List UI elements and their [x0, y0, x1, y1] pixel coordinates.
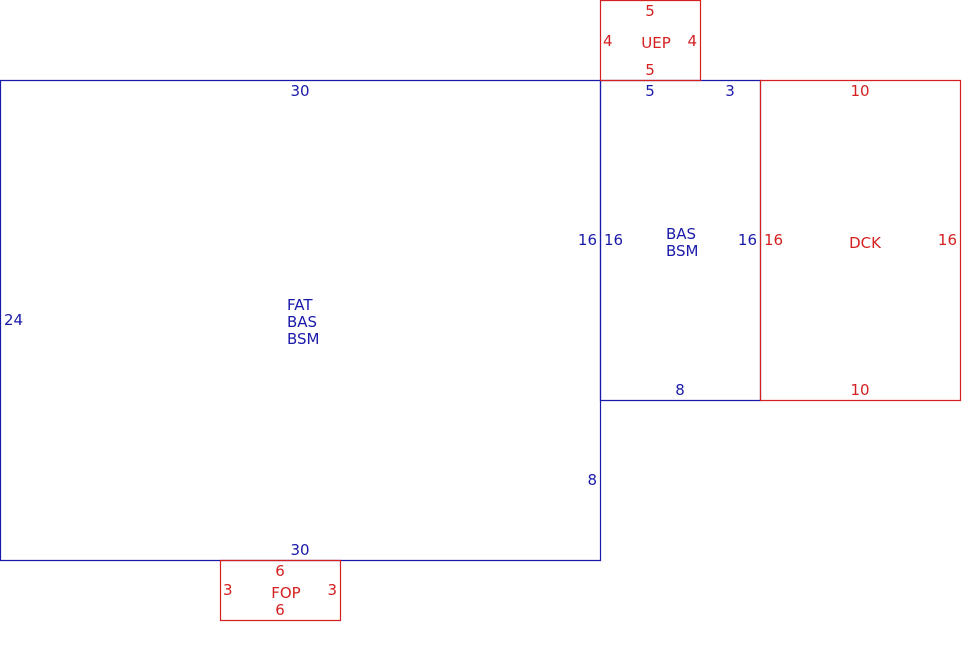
- fop-area-code: FOP: [271, 584, 300, 602]
- addition-top-right-dimension: 3: [725, 82, 735, 100]
- addition-left-dimension: 16: [604, 231, 623, 249]
- main-right-lower-dimension: 8: [587, 471, 597, 489]
- main-bottom-dimension: 30: [290, 541, 309, 559]
- main-living-area-outline: [0, 79, 602, 562]
- addition-bottom-dimension: 8: [675, 381, 685, 399]
- uep-area-code: UEP: [641, 34, 671, 52]
- uep-right-dimension: 4: [687, 32, 697, 50]
- dck-deck-outline: [759, 79, 962, 402]
- uep-bottom-dimension: 5: [645, 61, 655, 79]
- dck-left-dimension: 16: [764, 231, 783, 249]
- addition-right-dimension: 16: [738, 231, 757, 249]
- uep-left-dimension: 4: [603, 32, 613, 50]
- dck-bottom-dimension: 10: [850, 381, 869, 399]
- dck-top-dimension: 10: [850, 82, 869, 100]
- fop-top-dimension: 6: [275, 562, 285, 580]
- uep-porch-outline: [599, 0, 702, 82]
- main-area-code-3: BSM: [287, 330, 320, 348]
- fop-porch-outline: [219, 559, 342, 622]
- addition-top-left-dimension: 5: [645, 82, 655, 100]
- dck-right-dimension: 16: [938, 231, 957, 249]
- main-left-dimension: 24: [4, 311, 23, 329]
- main-right-upper-dimension: 16: [578, 231, 597, 249]
- main-area-code-1: FAT: [287, 296, 313, 314]
- dck-area-code: DCK: [849, 234, 882, 252]
- addition-area-code-1: BAS: [666, 225, 696, 243]
- main-top-dimension: 30: [290, 82, 309, 100]
- addition-area-code-2: BSM: [666, 242, 699, 260]
- fop-bottom-dimension: 6: [275, 601, 285, 619]
- main-area-code-2: BAS: [287, 313, 317, 331]
- uep-top-dimension: 5: [645, 2, 655, 20]
- fop-left-dimension: 3: [223, 581, 233, 599]
- fop-right-dimension: 3: [327, 581, 337, 599]
